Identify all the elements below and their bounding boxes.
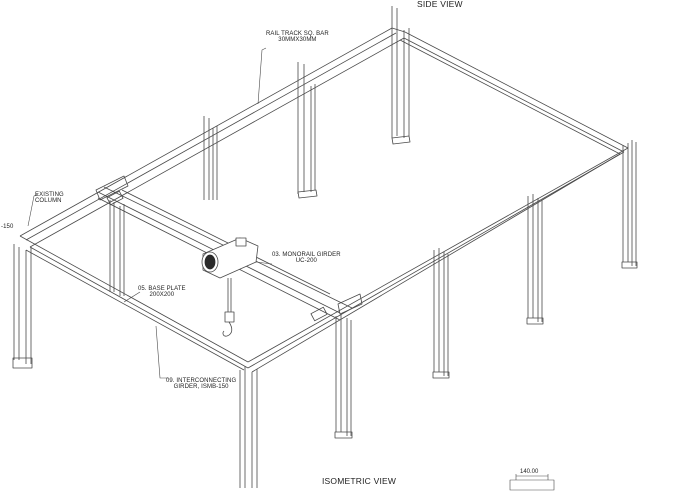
column-right-back	[621, 140, 638, 269]
existing-column-callout: EXISTING COLUMN	[35, 192, 64, 205]
interconnecting-girder-line-2: GIRDER, ISMB-150	[173, 384, 229, 391]
leader-lines	[27, 47, 273, 379]
rail-track-callout: RAIL TRACK SQ. BAR 30MMX30MM	[266, 31, 329, 44]
monorail-girder-line-1: 03. MONORAIL GIRDER	[272, 252, 341, 258]
side-view-title: SIDE VIEW	[417, 0, 463, 9]
column-right-front	[432, 248, 450, 379]
column-front-mid	[334, 314, 353, 439]
base-plate-callout: 05. BASE PLATE 200X200	[138, 286, 186, 299]
interconnecting-girder-line-1: 09. INTERCONNECTING	[166, 378, 237, 384]
base-plate-line-2: 200X200	[149, 292, 175, 299]
column-code-label: -150	[1, 224, 14, 230]
existing-column-line-1: EXISTING	[35, 192, 64, 198]
column-back-corner	[391, 6, 411, 145]
rail-track-line-1: RAIL TRACK SQ. BAR	[266, 31, 329, 37]
dimension-value: 140.00	[520, 469, 539, 475]
column-front-corner	[239, 366, 258, 488]
existing-column-line-2: COLUMN	[35, 198, 62, 205]
column-front-left-mid	[109, 200, 125, 296]
monorail-girder-line-2: UC-200	[295, 258, 317, 265]
isometric-view-title: ISOMETRIC VIEW	[322, 476, 397, 486]
column-back-left	[203, 116, 218, 200]
column-front-left-corner	[12, 244, 33, 369]
base-plate-line-1: 05. BASE PLATE	[138, 286, 186, 292]
dimension-box	[509, 474, 555, 491]
monorail-girder-callout: 03. MONORAIL GIRDER UC-200	[272, 252, 341, 265]
electric-hoist	[201, 237, 259, 337]
column-back-mid	[297, 62, 318, 199]
rail-track-line-2: 30MMX30MM	[278, 37, 317, 44]
interconnecting-girder-callout: 09. INTERCONNECTING GIRDER, ISMB-150	[166, 378, 236, 391]
top-frame-beams	[19, 27, 629, 373]
column-right-mid	[526, 194, 544, 325]
